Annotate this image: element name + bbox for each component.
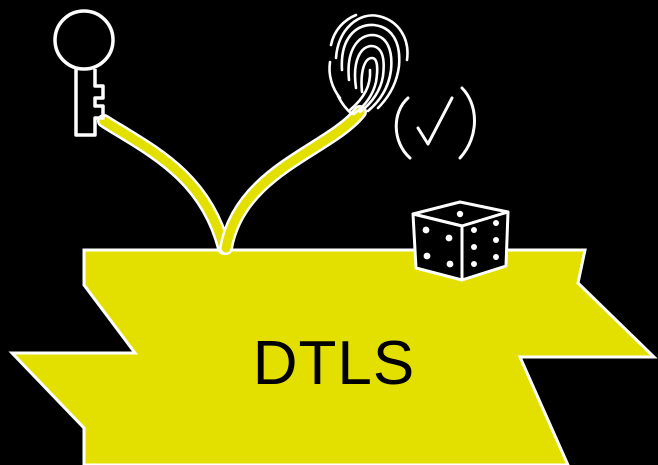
fingerprint-icon bbox=[329, 15, 407, 114]
diagram-title: DTLS bbox=[253, 329, 415, 398]
dice-icon bbox=[413, 202, 508, 280]
checkmark-icon bbox=[396, 88, 474, 158]
key-icon bbox=[55, 11, 113, 135]
left-connector bbox=[104, 121, 224, 248]
